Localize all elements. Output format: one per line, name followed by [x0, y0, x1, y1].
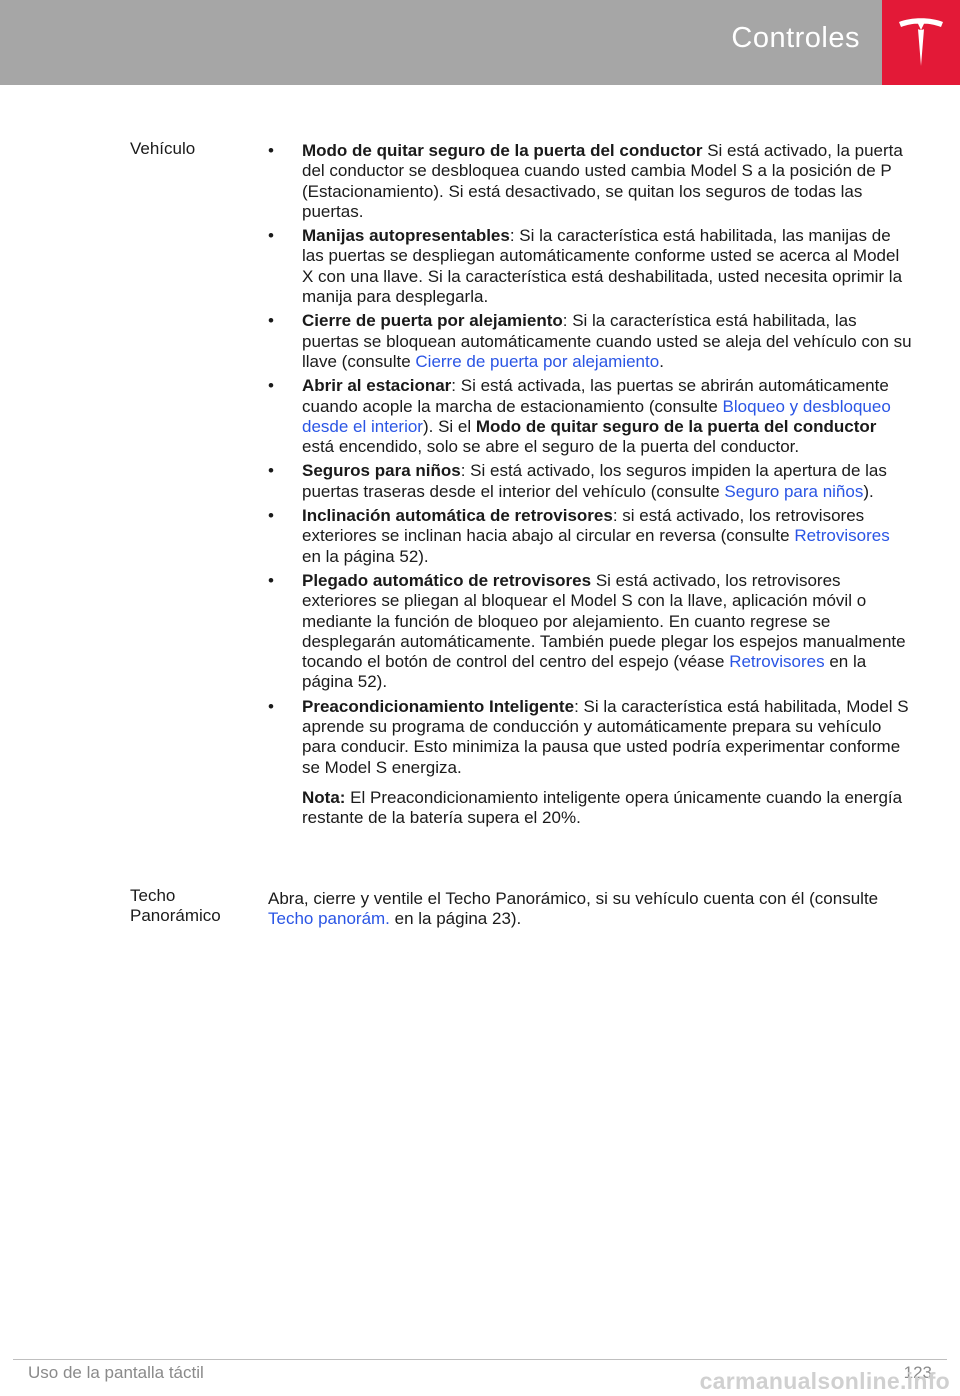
bullet-glyph: • — [268, 570, 274, 590]
list-item: • Cierre de puerta por alejamiento: Si l… — [268, 311, 912, 372]
option-name: Inclinación automática de retrovisores — [302, 506, 613, 526]
note: Nota: El Preacondicionamiento inteligent… — [268, 788, 912, 829]
list-item: • Modo de quitar seguro de la puerta del… — [268, 141, 912, 222]
option-description: : Si está activado, los seguros impiden … — [302, 461, 887, 501]
option-name: Modo de quitar seguro de la puerta del c… — [302, 141, 703, 160]
option-description-end: en la página 52). — [302, 652, 867, 692]
list-item: • Abrir al estacionar: Si está activada,… — [268, 376, 912, 457]
bullet-glyph: • — [268, 226, 274, 246]
link-techo-panoram[interactable]: Techo panorám. — [268, 909, 390, 929]
term-vehiculo: Vehículo — [130, 139, 196, 158]
list-item: • Preacondicionamiento Inteligente: Si l… — [268, 697, 912, 778]
option-name: Plegado automático de retrovisores — [302, 570, 592, 590]
note-text: El Preacondicionamiento inteligente oper… — [302, 787, 903, 828]
footer-section-name: Uso de la pantalla táctil — [28, 1363, 204, 1382]
bullet-glyph: • — [268, 461, 274, 481]
option-description: : Si la característica está habilitada, … — [302, 226, 903, 307]
list-item: • Manijas autopresentables: Si la caract… — [268, 226, 912, 307]
section-title: Controles — [731, 22, 860, 54]
option-name: Seguros para niños — [302, 461, 461, 481]
bullet-glyph: • — [268, 376, 274, 396]
option-description-end: ). — [863, 481, 874, 501]
option-description-end: en la página 52). — [302, 546, 429, 566]
option-description: : Si la característica está habilitada, … — [302, 696, 909, 777]
option-description: : Si está activada, las puertas se abrir… — [302, 376, 889, 416]
option-description: : Si la característica está habilitada, … — [302, 311, 912, 371]
vehiculo-options-list: • Modo de quitar seguro de la puerta del… — [268, 141, 912, 829]
bullet-glyph: • — [268, 311, 274, 331]
option-description-end: . — [659, 351, 664, 371]
link-bloqueo-desbloqueo[interactable]: Bloqueo y desbloqueo desde el interior — [302, 396, 891, 436]
option-name: Manijas autopresentables — [302, 226, 510, 246]
bullet-glyph: • — [268, 141, 274, 160]
option-description-mid: ). Si el — [422, 416, 476, 436]
techo-text: Abra, cierre y ventile el Techo Panorámi… — [268, 889, 879, 908]
link-seguro-ninos[interactable]: Seguro para niños — [724, 481, 864, 501]
term-line: Techo — [130, 886, 176, 905]
link-retrovisores[interactable]: Retrovisores — [729, 652, 825, 672]
page-number: 123 — [903, 1363, 932, 1382]
note-label: Nota: — [302, 787, 346, 807]
bullet-glyph: • — [268, 506, 274, 526]
techo-description: Abra, cierre y ventile el Techo Panorámi… — [268, 889, 888, 930]
page-header: Controles — [0, 0, 960, 85]
term-line: Panorámico — [130, 906, 221, 925]
link-cierre-por-alejamiento[interactable]: Cierre de puerta por alejamiento — [415, 351, 660, 371]
option-description: Si está activado, los retrovisores exter… — [302, 570, 906, 672]
watermark: carmanualsonline.info — [699, 1368, 950, 1394]
option-name: Cierre de puerta por alejamiento — [302, 311, 563, 331]
list-item: • Plegado automático de retrovisores Si … — [268, 571, 912, 693]
bullet-glyph: • — [268, 696, 274, 716]
option-name: Abrir al estacionar — [302, 376, 452, 396]
option-description-end: está encendido, solo se abre el seguro d… — [302, 437, 800, 457]
tesla-logo-icon — [899, 18, 943, 66]
option-name: Preacondicionamiento Inteligente — [302, 696, 575, 716]
techo-text-end: en la página 23). — [389, 909, 522, 929]
link-retrovisores[interactable]: Retrovisores — [794, 526, 890, 546]
option-description: Si está activado, la puerta del conducto… — [302, 141, 903, 221]
list-item: • Seguros para niños: Si está activado, … — [268, 461, 912, 502]
brand-logo-box — [882, 0, 960, 85]
option-name-reference: Modo de quitar seguro de la puerta del c… — [475, 416, 877, 436]
list-item: • Inclinación automática de retrovisores… — [268, 506, 912, 567]
footer-divider — [13, 1359, 947, 1360]
term-techo-panoramico: Techo Panorámico — [130, 886, 221, 926]
option-description: : si está activado, los retrovisores ext… — [302, 506, 865, 546]
